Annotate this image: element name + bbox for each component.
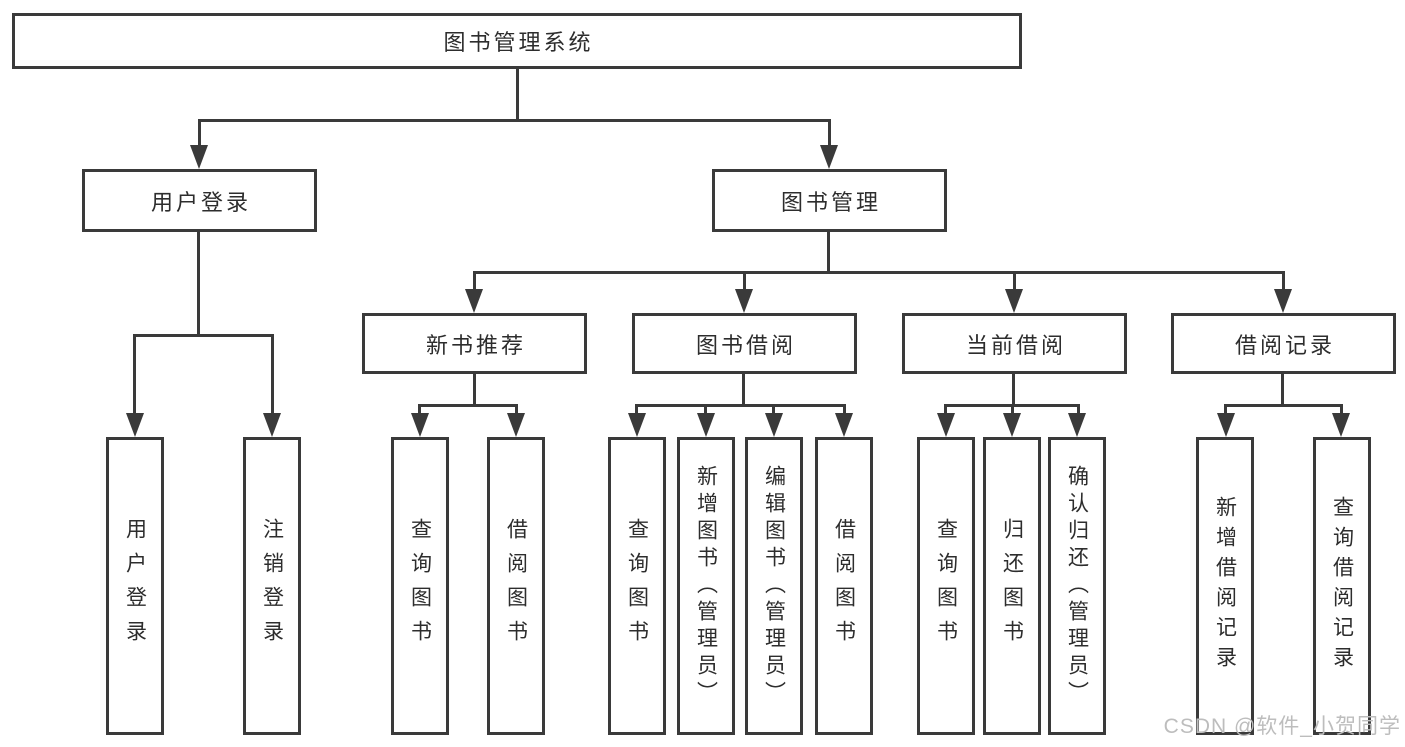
connector-bb-hbar [635, 404, 846, 407]
leaf-bb-edit-books-admin: 编辑图书（管理员） [745, 437, 803, 735]
arrowhead-icon [1068, 413, 1086, 437]
connector-ul-stem [197, 232, 200, 337]
arrowhead-icon [765, 413, 783, 437]
arrowhead-icon [1217, 413, 1235, 437]
node-book-borrow: 图书借阅 [632, 313, 857, 374]
arrowhead-icon [263, 413, 281, 437]
connector-stem-leaf-login [133, 334, 136, 416]
connector-stem-cb-confirm [1077, 404, 1080, 418]
connector-bb-stem [742, 374, 745, 407]
connector-br-stem [1281, 374, 1284, 407]
connector-stem-bb-add [704, 404, 707, 418]
connector-stem-nb-borrow [515, 404, 518, 418]
connector-bm-stem [827, 232, 830, 274]
connector-stem-cb-return [1011, 404, 1014, 418]
leaf-cb-return-books: 归还图书 [983, 437, 1041, 735]
connector-stem-new-book [473, 271, 476, 291]
leaf-user-login: 用户登录 [106, 437, 164, 735]
arrowhead-icon [1274, 289, 1292, 313]
leaf-bb-borrow-books: 借阅图书 [815, 437, 873, 735]
connector-nb-hbar [418, 404, 518, 407]
arrowhead-icon [1332, 413, 1350, 437]
arrowhead-icon [190, 145, 208, 169]
leaf-br-query-record: 查询借阅记录 [1313, 437, 1371, 735]
connector-stem-book-borrow [743, 271, 746, 291]
node-new-book-recommend: 新书推荐 [362, 313, 587, 374]
arrowhead-icon [628, 413, 646, 437]
connector-stem-br-query [1340, 404, 1343, 418]
connector-root-hbar [198, 119, 831, 122]
arrowhead-icon [937, 413, 955, 437]
connector-root-stem [516, 69, 519, 122]
arrowhead-icon [465, 289, 483, 313]
leaf-cb-confirm-return-admin: 确认归还（管理员） [1048, 437, 1106, 735]
connector-stem-leaf-logout [271, 334, 274, 416]
leaf-br-add-record: 新增借阅记录 [1196, 437, 1254, 735]
connector-stem-bb-query [635, 404, 638, 418]
arrowhead-icon [1003, 413, 1021, 437]
leaf-nb-query-books: 查询图书 [391, 437, 449, 735]
connector-stem-br-add [1224, 404, 1227, 418]
arrowhead-icon [820, 145, 838, 169]
node-root: 图书管理系统 [12, 13, 1022, 69]
connector-bm-hbar [473, 271, 1283, 274]
connector-nb-stem [473, 374, 476, 407]
connector-stem-bb-borrow [843, 404, 846, 418]
leaf-cb-query-books: 查询图书 [917, 437, 975, 735]
arrowhead-icon [411, 413, 429, 437]
connector-stem-nb-query [418, 404, 421, 418]
connector-stem-bb-edit [772, 404, 775, 418]
watermark: CSDN @软件_小贺同学 [1163, 715, 1401, 738]
connector-stem-book-management [828, 119, 831, 151]
connector-stem-current-borrow [1013, 271, 1016, 291]
leaf-nb-borrow-books: 借阅图书 [487, 437, 545, 735]
node-current-borrow: 当前借阅 [902, 313, 1127, 374]
connector-stem-cb-query [944, 404, 947, 418]
connector-ul-hbar [133, 334, 274, 337]
arrowhead-icon [1005, 289, 1023, 313]
connector-cb-stem [1012, 374, 1015, 407]
connector-stem-borrow-records [1282, 271, 1285, 291]
leaf-bb-add-books-admin: 新增图书（管理员） [677, 437, 735, 735]
leaf-logout: 注销登录 [243, 437, 301, 735]
connector-br-hbar [1224, 404, 1343, 407]
node-borrow-records: 借阅记录 [1171, 313, 1396, 374]
arrowhead-icon [735, 289, 753, 313]
leaf-bb-query-books: 查询图书 [608, 437, 666, 735]
node-book-management: 图书管理 [712, 169, 947, 232]
arrowhead-icon [697, 413, 715, 437]
connector-stem-user-login [198, 119, 201, 151]
node-user-login: 用户登录 [82, 169, 317, 232]
arrowhead-icon [126, 413, 144, 437]
arrowhead-icon [835, 413, 853, 437]
arrowhead-icon [507, 413, 525, 437]
